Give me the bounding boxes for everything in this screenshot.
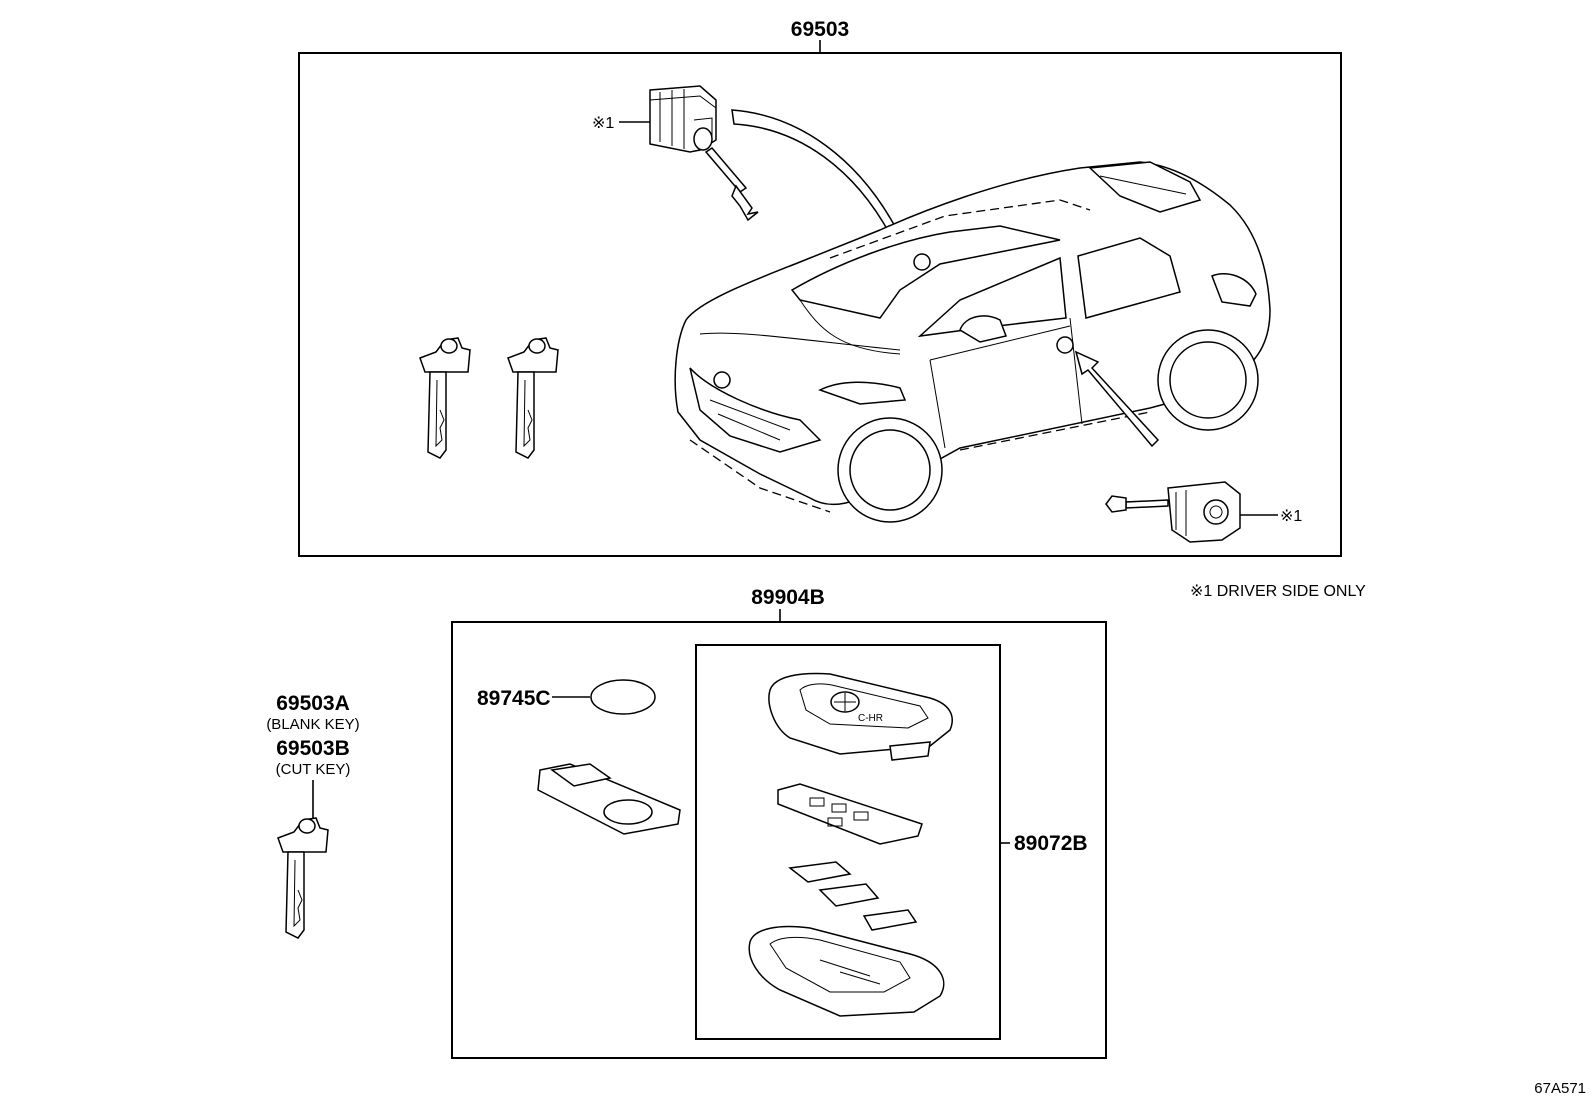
smart-key-frame <box>451 621 1107 1059</box>
part-number-69503: 69503 <box>791 18 849 41</box>
location-arrow-top <box>731 109 907 250</box>
remote-bottom-housing <box>748 925 945 1017</box>
label-cut-key: (CUT KEY) <box>276 761 351 778</box>
loose-key-blade <box>277 817 329 939</box>
vehicle-illustration <box>674 161 1271 523</box>
part-number-69503a: 69503A <box>276 692 350 715</box>
part-number-89904b: 89904B <box>751 586 825 609</box>
battery-coin <box>590 679 656 715</box>
lock-cylinder-bottom <box>1105 481 1241 543</box>
key-circuit-board <box>537 763 681 835</box>
remote-clip-middle <box>818 883 880 907</box>
footnote-driver-side: ※1 DRIVER SIDE ONLY <box>1190 583 1366 600</box>
remote-housing-frame <box>695 644 1001 1040</box>
driver-side-mark-top: ※1 <box>592 115 614 132</box>
remote-clip-right <box>862 909 918 931</box>
part-number-69503b: 69503B <box>276 737 350 760</box>
remote-clip-left <box>788 861 852 883</box>
label-blank-key: (BLANK KEY) <box>266 716 359 733</box>
driver-side-mark-bottom: ※1 <box>1280 508 1302 525</box>
lock-cylinder-top <box>649 85 759 222</box>
part-number-89745c: 89745C <box>477 687 551 710</box>
remote-button-pad <box>777 783 923 845</box>
remote-logo: C-HR <box>858 713 883 724</box>
diagram-code: 67A571 <box>1534 1080 1586 1097</box>
location-arrow-door <box>1074 350 1160 448</box>
key-blade-right <box>507 337 559 459</box>
part-number-89072b: 89072B <box>1014 832 1088 855</box>
key-blade-left <box>419 337 471 459</box>
remote-top-cover: C-HR <box>768 672 953 761</box>
